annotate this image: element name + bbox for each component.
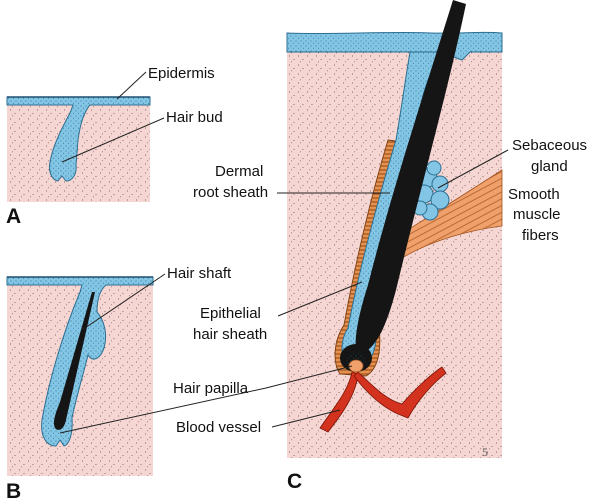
hair-bud-label: Hair bud: [166, 109, 223, 126]
sebaceous-gland-label-line2: gland: [531, 158, 568, 175]
epithelial-hair-sheath-label-line1: Epithelial: [200, 305, 261, 322]
blood-vessels: [319, 366, 447, 433]
panel-c: C 5 Dermal root sheath Sebaceous gland S…: [59, 0, 587, 493]
plate-number: 5: [482, 445, 488, 459]
epidermis-leader: [116, 71, 147, 100]
smooth-muscle-label-line1: Smooth: [508, 186, 560, 203]
panel-c-hair-shaft: [355, 0, 466, 352]
panel-a: A Epidermis Hair bud: [6, 65, 223, 228]
dermal-root-sheath-label-line2: root sheath: [193, 184, 268, 201]
epidermis-label: Epidermis: [148, 65, 215, 82]
panel-c-letter: C: [287, 470, 302, 493]
sebaceous-gland-leader: [437, 149, 509, 189]
blood-vessel-label: Blood vessel: [176, 419, 261, 436]
smooth-muscle-label-line3: fibers: [522, 227, 559, 244]
panel-b: B Hair shaft: [6, 265, 232, 501]
hair-papilla: [348, 359, 364, 373]
smooth-muscle-label-line2: muscle: [513, 206, 561, 223]
hair-papilla-leader: [265, 365, 353, 389]
blood-vessel-right: [353, 366, 447, 419]
epithelial-hair-sheath-leader: [277, 281, 363, 317]
blood-vessel-left: [319, 371, 359, 433]
blood-vessel-leader: [271, 409, 341, 428]
dermal-root-sheath-label-line1: Dermal: [215, 163, 263, 180]
sebaceous-gland: [412, 160, 450, 221]
sebaceous-gland-label-line1: Sebaceous: [512, 137, 587, 154]
hair-papilla-label: Hair papilla: [173, 380, 249, 397]
hair-papilla-leader-b: [59, 387, 267, 434]
panel-a-letter: A: [6, 205, 21, 228]
panel-b-letter: B: [6, 480, 21, 501]
epithelial-hair-sheath-label-line2: hair sheath: [193, 326, 267, 343]
hair-shaft-label: Hair shaft: [167, 265, 232, 282]
hair-bud-leader: [61, 117, 165, 163]
hair-shaft-leader: [81, 273, 166, 331]
panel-b-hair-shaft: [53, 292, 95, 430]
